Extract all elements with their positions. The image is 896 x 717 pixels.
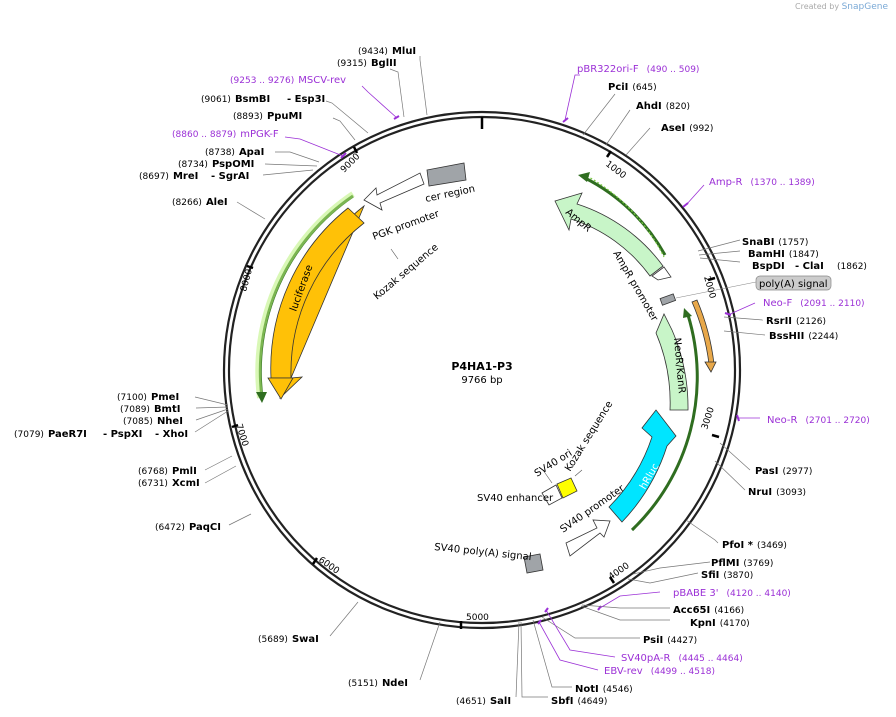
enzyme-sfii[interactable]: SfiI(3870)	[701, 570, 753, 581]
enzyme-ahdi[interactable]: AhdI(820)	[636, 101, 690, 112]
enzyme-pfoi[interactable]: PfoI *(3469)	[722, 540, 787, 551]
enzyme-swai[interactable]: (5689)SwaI	[258, 634, 319, 645]
enzyme-ndei[interactable]: (5151)NdeI	[348, 678, 408, 689]
enzyme-bspdi-position: (1862)	[837, 262, 867, 272]
snapgene-credit: Created by SnapGene	[795, 2, 888, 12]
enzyme-apai[interactable]: (8738)ApaI	[205, 147, 264, 158]
enzyme-bspdi[interactable]: BspDI	[752, 261, 785, 272]
primer-mscv-rev[interactable]: (9253 .. 9276)MSCV-rev	[230, 75, 346, 86]
enzyme-kpni[interactable]: KpnI(4170)	[690, 618, 750, 629]
sv40-polya-label: SV40 poly(A) signal	[434, 542, 532, 563]
svg-text:1000: 1000	[603, 159, 628, 181]
kozak-sequence-right-label: Kozak sequence	[563, 399, 615, 473]
enzyme-sali[interactable]: (4651)SalI	[456, 696, 511, 707]
polya-signal-tag	[755, 275, 832, 291]
sv40-enhancer-label: SV40 enhancer	[477, 493, 554, 504]
enzyme-asei[interactable]: AseI(992)	[661, 123, 713, 134]
ampr-arrow	[554, 192, 664, 277]
neor-kanr-arrow	[655, 313, 689, 411]
tick-6000: 6000	[311, 555, 341, 577]
primer-sv40pa-r[interactable]: SV40pA-R(4445 .. 4464)	[621, 653, 743, 664]
enzyme-pmei[interactable]: (7100)PmeI	[117, 392, 179, 403]
primer-neo-f[interactable]: Neo-F(2091 .. 2110)	[763, 298, 865, 309]
enzyme-mrei[interactable]: (8697)MreI	[139, 171, 198, 182]
primer-ebv-rev[interactable]: EBV-rev(4499 .. 4518)	[604, 666, 715, 677]
primer-amp-r[interactable]: Amp-R(1370 .. 1389)	[709, 177, 815, 188]
tick-8000: 8000	[239, 264, 255, 293]
enzyme-noti[interactable]: NotI(4546)	[575, 684, 633, 695]
enzyme-sbfi[interactable]: SbfI(4649)	[551, 696, 607, 707]
plasmid-size: 9766 bp	[461, 375, 502, 386]
enzyme-pspomi[interactable]: (8734)PspOMI	[178, 159, 254, 170]
enzyme-nhei[interactable]: (7085)NheI	[123, 416, 183, 427]
credit-prefix: Created by	[795, 2, 840, 11]
features: AmpR AmpR promoter poly(A) signal NeoR/K…	[255, 162, 832, 574]
enzyme-mlui[interactable]: (9434)MluI	[358, 46, 416, 57]
enzyme-bsshii[interactable]: BssHII(2244)	[769, 331, 838, 342]
svg-text:3000: 3000	[700, 406, 717, 431]
sv40-promoter-arrow	[565, 519, 611, 557]
enzyme-nrui[interactable]: NruI(3093)	[748, 487, 806, 498]
enzyme-snabi[interactable]: SnaBI(1757)	[742, 237, 808, 248]
ampr-orf-line	[584, 176, 667, 256]
pgk-promoter-label: PGK promoter	[371, 208, 441, 243]
enzyme-pspxi[interactable]: - PspXI	[103, 429, 142, 440]
enzyme-bmti[interactable]: (7089)BmtI	[120, 404, 180, 415]
svg-text:8000: 8000	[239, 268, 255, 293]
tick-9000: 9000	[339, 146, 363, 175]
enzyme-bglii[interactable]: (9315)BglII	[337, 58, 397, 69]
sv40-enhancer-block	[541, 484, 563, 506]
enzyme-sgrai[interactable]: - SgrAI	[211, 171, 249, 182]
enzyme-clai[interactable]: - ClaI	[795, 261, 824, 272]
hrluc-arrow	[608, 409, 677, 523]
plasmid-name: P4HA1-P3	[451, 360, 512, 373]
tick-3000: 3000	[700, 406, 720, 439]
enzyme-pflmi[interactable]: PflMI(3769)	[711, 558, 773, 569]
kozak-sequence-left-label: Kozak sequence	[372, 242, 441, 302]
enzyme-paqci[interactable]: (6472)PaqCI	[155, 522, 221, 533]
primer-mpgk-f[interactable]: (8860 .. 8879)mPGK-F	[172, 129, 279, 140]
sv40-ori-block	[556, 477, 578, 499]
enzyme-xhoi[interactable]: - XhoI	[155, 429, 188, 440]
primer-neo-r[interactable]: Neo-R(2701 .. 2720)	[767, 415, 870, 426]
cer-region-label: cer region	[424, 184, 476, 205]
svg-text:6000: 6000	[316, 555, 341, 576]
primer-pbabe-3[interactable]: pBABE 3'(4120 .. 4140)	[673, 588, 791, 599]
primer-pbr322ori-f[interactable]: pBR322ori-F(490 .. 509)	[577, 64, 699, 75]
enzyme-psii[interactable]: PsiI(4427)	[643, 635, 697, 646]
pgk-promoter-arrow	[363, 172, 425, 211]
polya-signal-block	[659, 293, 677, 306]
primer-labels: pBR322ori-F(490 .. 509) Amp-R(1370 .. 13…	[172, 64, 870, 677]
leader-lines	[194, 56, 766, 698]
snapgene-logo-text: SnapGene	[841, 2, 888, 12]
polya-signal-label: poly(A) signal	[759, 279, 828, 290]
enzyme-rsrii[interactable]: RsrII(2126)	[766, 316, 826, 327]
svg-text:5000: 5000	[466, 613, 489, 623]
enzyme-bsmbi[interactable]: (9061)BsmBI	[201, 94, 270, 105]
enzyme-bamhi[interactable]: BamHI(1847)	[748, 249, 819, 260]
enzyme-pasi[interactable]: PasI(2977)	[755, 466, 812, 477]
enzyme-paer7i[interactable]: (7079)PaeR7I	[14, 429, 87, 440]
tick-4000: 4000	[607, 561, 632, 584]
neor-orf-line	[630, 314, 699, 532]
cer-region-block	[426, 162, 467, 187]
enzyme-esp3i[interactable]: - Esp3I	[287, 94, 325, 105]
enzyme-alei[interactable]: (8266)AleI	[172, 197, 228, 208]
enzyme-labels: (9434)MluI (9315)BglII (9061)BsmBI - Esp…	[14, 46, 867, 707]
tick-5000: 5000	[459, 613, 489, 629]
primer-leader-lines	[284, 74, 760, 671]
tick-2000: 2000	[701, 275, 717, 300]
enzyme-ppumi[interactable]: (8893)PpuMI	[233, 111, 302, 122]
enzyme-xcmi[interactable]: (6731)XcmI	[138, 478, 200, 489]
neor-kanr-label: NeoR/KanR	[671, 337, 687, 394]
enzyme-pmli[interactable]: (6768)PmlI	[138, 466, 197, 477]
enzyme-acc65i[interactable]: Acc65I(4166)	[673, 605, 744, 616]
ampr-promoter-arrow	[651, 266, 672, 281]
sv40-polya-block	[523, 553, 544, 574]
enzyme-pcii[interactable]: PciI(645)	[608, 82, 657, 93]
